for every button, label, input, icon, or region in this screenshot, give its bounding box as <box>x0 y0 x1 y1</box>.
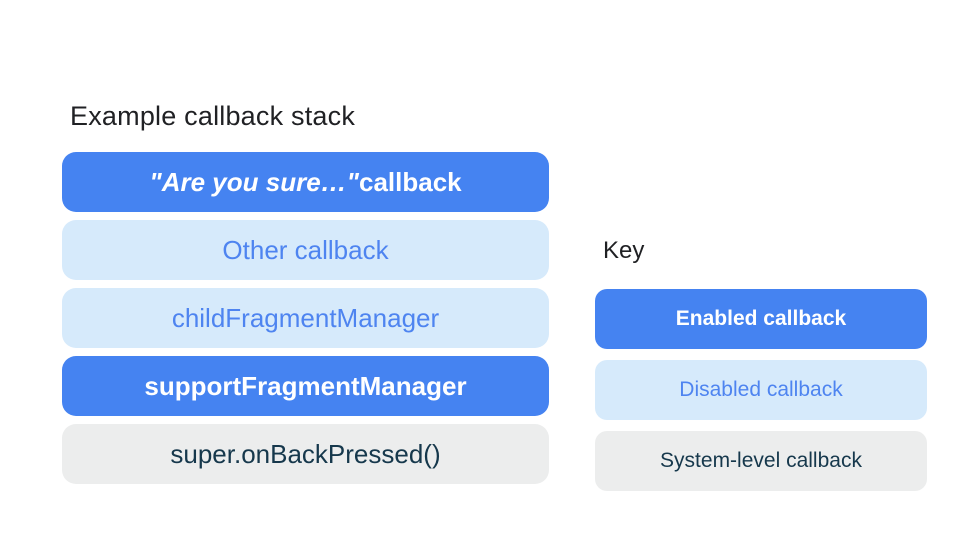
key-title: Key <box>603 237 645 264</box>
page-title: Example callback stack <box>70 101 356 131</box>
key-box-system-level-callback: System-level callback <box>595 431 927 491</box>
stack-box-label-emphasized: "Are you sure…" <box>149 166 359 197</box>
stack-box-other-callback: Other callback <box>62 220 549 280</box>
stack-box-are-you-sure-callback: "Are you sure…" callback <box>62 152 549 212</box>
key-legend: Enabled callback Disabled callback Syste… <box>595 289 927 491</box>
stack-box-child-fragment-manager: childFragmentManager <box>62 288 549 348</box>
callback-stack: "Are you sure…" callback Other callback … <box>62 152 549 484</box>
stack-box-support-fragment-manager: supportFragmentManager <box>62 356 549 416</box>
stack-box-label: callback <box>358 166 462 197</box>
key-box-disabled-callback: Disabled callback <box>595 360 927 420</box>
key-box-enabled-callback: Enabled callback <box>595 289 927 349</box>
stack-box-super-on-back-pressed: super.onBackPressed() <box>62 424 549 484</box>
